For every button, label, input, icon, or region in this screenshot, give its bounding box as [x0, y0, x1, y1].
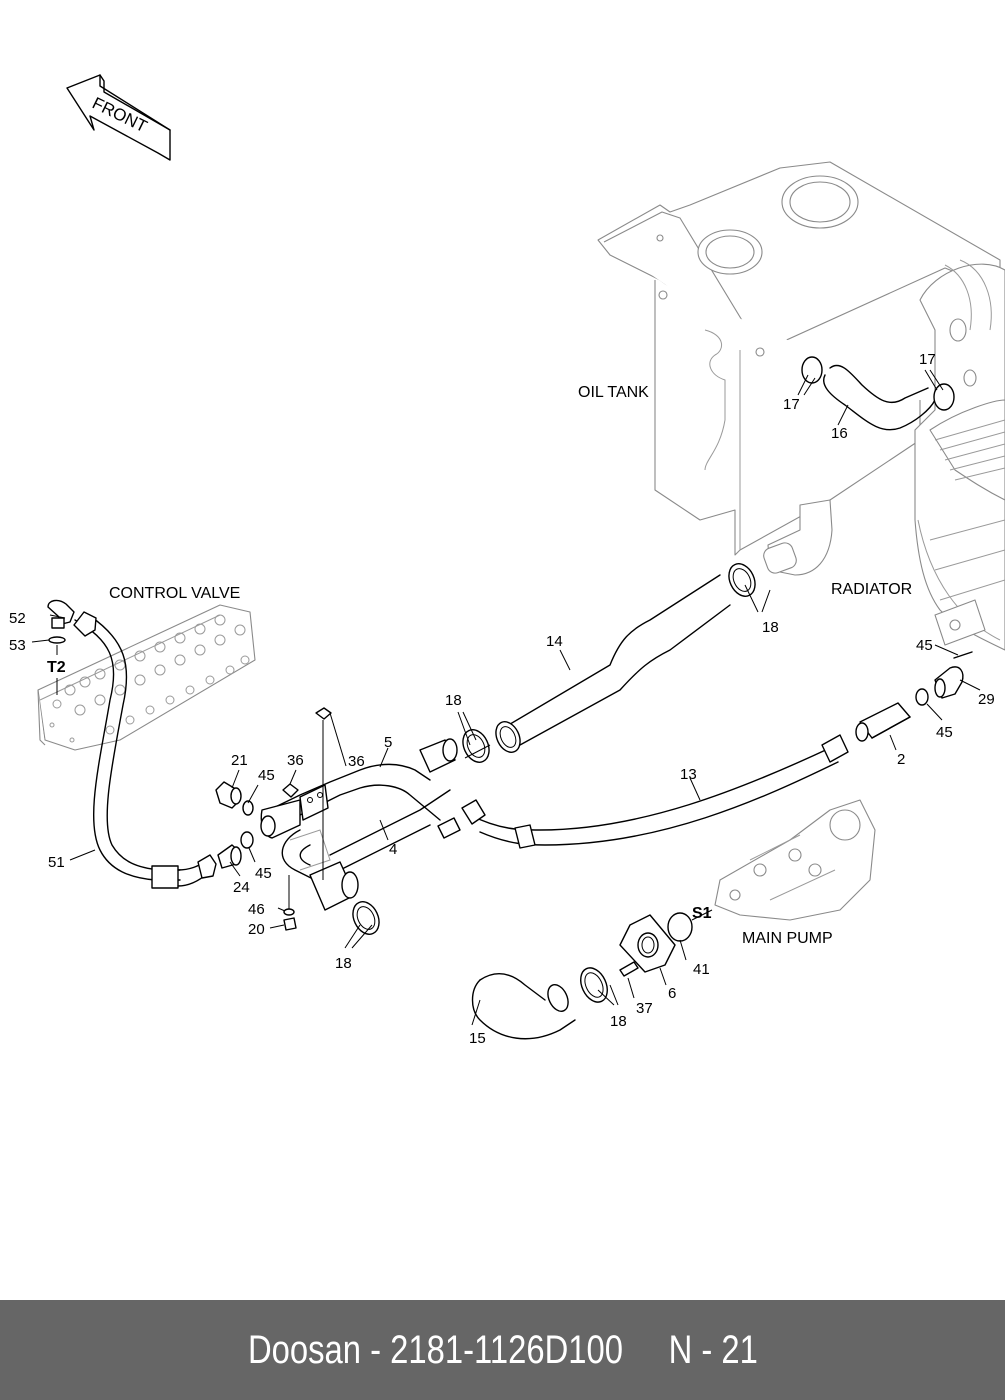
oil-tank: [597, 161, 1001, 576]
leader-lines: [31, 369, 981, 1026]
callout-18a: 18: [445, 692, 462, 709]
hose-51: [73, 611, 217, 889]
clamp-18d: [580, 967, 608, 1003]
callout-18d: 18: [610, 1013, 627, 1030]
callout-16: 16: [831, 425, 848, 442]
clamp-17b: [933, 383, 955, 411]
callout-4: 4: [389, 841, 397, 858]
parts-diagram: FRONT: [9, 74, 1005, 1047]
hose-15: [471, 973, 576, 1040]
callout-46: 46: [248, 901, 265, 918]
callout-6: 6: [668, 985, 676, 1002]
oring-45c: [915, 688, 929, 706]
callout-51: 51: [48, 854, 65, 871]
callout-14: 14: [546, 633, 563, 650]
callout-45d: 45: [936, 724, 953, 741]
callout-53: 53: [9, 637, 26, 654]
callout-37: 37: [636, 1000, 653, 1017]
connector-2: [855, 702, 911, 742]
callout-17a: 17: [783, 396, 800, 413]
callout-41: 41: [693, 961, 710, 978]
part-callouts: 2 4 5 6 13 14 15 16 17 17 18 18 18 18 20…: [9, 351, 995, 1047]
oring-45d: [953, 651, 973, 659]
pipe-4: [281, 720, 451, 911]
port-s1-label: S1: [692, 905, 712, 922]
hose-14: [464, 574, 731, 759]
washer-46: [283, 908, 295, 916]
footer-caption: Doosan - 2181-1126D100 N - 21: [247, 1327, 758, 1372]
front-arrow-icon: FRONT: [66, 74, 171, 161]
elbow-29: [934, 666, 964, 699]
callout-13: 13: [680, 766, 697, 783]
callout-36a: 36: [287, 752, 304, 769]
control-valve: [37, 604, 256, 751]
callout-21: 21: [231, 752, 248, 769]
fitting-24: [217, 844, 242, 869]
plug-20: [283, 917, 297, 931]
callout-24: 24: [233, 879, 250, 896]
radiator-label: RADIATOR: [831, 581, 912, 598]
clamp-18b: [728, 563, 756, 597]
port-t2-label: T2: [47, 659, 66, 676]
radiator: [914, 259, 1005, 651]
control-valve-label: CONTROL VALVE: [109, 585, 240, 602]
fitting-52: [47, 599, 75, 629]
callout-18b: 18: [762, 619, 779, 636]
callout-52: 52: [9, 610, 26, 627]
clamp-17a: [801, 356, 823, 384]
callout-45b: 45: [255, 865, 272, 882]
callout-20: 20: [248, 921, 265, 938]
callout-36b: 36: [348, 753, 365, 770]
oring-53: [48, 636, 66, 644]
clamp-18a: [462, 729, 490, 763]
callout-17b: 17: [919, 351, 936, 368]
hose-13: [461, 734, 849, 849]
fitting-21: [215, 781, 242, 809]
oil-tank-label: OIL TANK: [578, 384, 649, 401]
callout-5: 5: [384, 734, 392, 751]
bolt-37: [619, 961, 639, 977]
oring-41: [667, 912, 693, 942]
bolt-36b: [315, 707, 332, 720]
callout-45a: 45: [258, 767, 275, 784]
oring-45a: [242, 800, 254, 816]
main-pump: [714, 799, 876, 921]
callout-2: 2: [897, 751, 905, 768]
callout-29: 29: [978, 691, 995, 708]
flange-6: [619, 914, 676, 973]
callout-15: 15: [469, 1030, 486, 1047]
pipe-5: [260, 738, 461, 839]
oring-45b: [240, 831, 254, 849]
main-pump-label: MAIN PUMP: [742, 930, 833, 947]
bolt-36a: [282, 783, 299, 798]
callout-18c: 18: [335, 955, 352, 972]
callout-45c: 45: [916, 637, 933, 654]
footer-banner: Doosan - 2181-1126D100 N - 21: [0, 1300, 1005, 1400]
